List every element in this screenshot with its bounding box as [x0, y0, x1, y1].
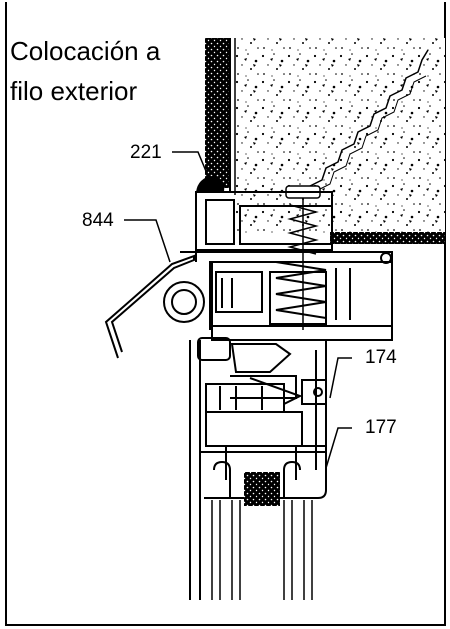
callout-221: 221: [130, 142, 162, 163]
sealant-bead: [196, 176, 225, 192]
callout-177: 177: [365, 417, 397, 438]
title-line-1: Colocación a: [10, 36, 161, 66]
main-frame-profile: [180, 251, 393, 341]
drawing-border: [5, 2, 446, 626]
flashing-profile-844: [104, 254, 195, 359]
leader-lines: [124, 151, 352, 469]
break-line: [309, 49, 429, 187]
wall-plaster-strip: [205, 38, 230, 188]
glazing-unit: [211, 500, 313, 600]
callout-844: 844: [82, 210, 114, 231]
glass-spacer: [244, 472, 280, 506]
callout-174: 174: [365, 347, 397, 368]
lintel-underside: [330, 232, 445, 244]
title-line-2: filo exterior: [10, 76, 138, 106]
drainage-tube: [163, 281, 205, 323]
sash-profile: [189, 337, 327, 600]
concrete-wall: [235, 38, 445, 233]
